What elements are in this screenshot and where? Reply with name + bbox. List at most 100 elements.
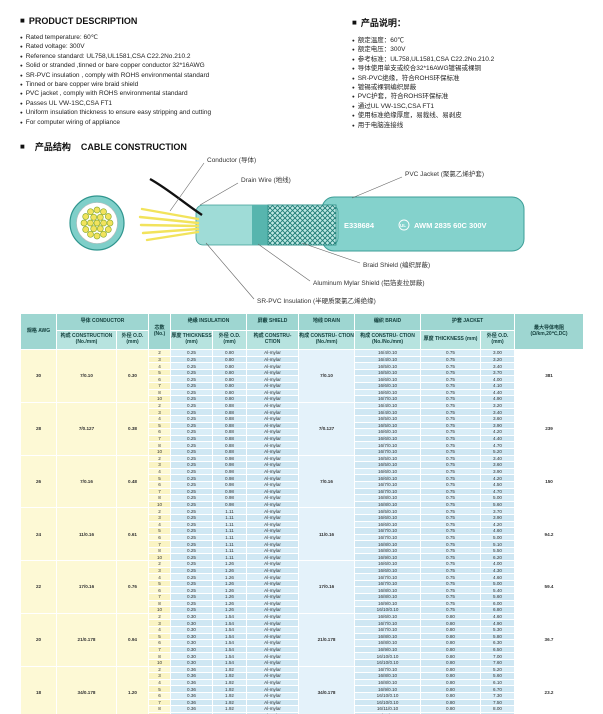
- spec-cell: 0.88: [212, 428, 248, 436]
- spec-cell: 0.75: [420, 375, 482, 384]
- spec-cell: 7: [148, 698, 172, 707]
- spec-cell: 16/6/0.10: [354, 382, 422, 390]
- spec-cell: 5.00: [480, 579, 516, 588]
- drain-wire-label: Drain Wire (地线): [241, 175, 291, 184]
- spec-cell: 1.26: [212, 573, 248, 581]
- bullet-icon: ●: [352, 113, 355, 119]
- spec-cell: 4.60: [480, 573, 516, 581]
- spec-cell: Al-mylar: [246, 447, 300, 456]
- spec-cell: 4.00: [480, 375, 516, 384]
- spec-cell: 0.75: [420, 566, 482, 575]
- spec-cell: Al-mylar: [246, 441, 300, 449]
- col-header-shield: 屏蔽 SHIELD: [246, 313, 300, 332]
- spec-cell: 2: [148, 401, 172, 410]
- spec-cell: 1.11: [212, 507, 248, 515]
- bullet-icon: ●: [20, 53, 23, 59]
- ul-logo-icon: [398, 219, 410, 231]
- spec-cell: Al-mylar: [246, 540, 300, 548]
- spec-cell: 16/9/0.10: [354, 685, 422, 693]
- product-description-cn-list: ●额定温度：60℃●额定电压：300V●参考标准：UL758,UL1581,CS…: [352, 36, 583, 130]
- spec-cell: 16/4/0.10: [354, 401, 422, 410]
- spec-cell: 0.25: [170, 428, 214, 436]
- bullet-text: 额定电压：300V: [357, 46, 406, 54]
- spec-cell: 0.25: [170, 395, 214, 403]
- construction-heading: ■ 产品结构 CABLE CONSTRUCTION: [0, 130, 603, 153]
- spec-cell: 0.80: [212, 375, 248, 384]
- spec-cell: Al-mylar: [246, 395, 300, 403]
- spec-cell: 5.20: [480, 665, 516, 674]
- spec-cell: 1.26: [212, 566, 248, 575]
- spec-cell: 0.75: [420, 368, 482, 377]
- spec-cell: 0.75: [420, 606, 482, 614]
- spec-cell: 0.88: [212, 408, 248, 416]
- product-description-title: PRODUCT DESCRIPTION: [28, 16, 138, 26]
- spec-cell: 381: [514, 349, 585, 403]
- spec-cell: Al-mylar: [246, 494, 300, 502]
- spec-cell: 4.20: [480, 428, 516, 436]
- bullet-text: Rated voltage: 300V: [25, 43, 85, 51]
- spec-cell: Al-mylar: [246, 593, 300, 601]
- spec-cell: 0.75: [420, 579, 482, 588]
- braid-shield-label: Braid Shield (编织屏蔽): [363, 260, 430, 269]
- bullet-item: ●Uniform insulation thickness to ensure …: [20, 108, 332, 117]
- col-header-awg: 规格 AWG: [20, 313, 57, 351]
- spec-cell: 16/7/0.10: [354, 480, 422, 489]
- spec-cell: 7: [148, 593, 172, 601]
- spec-cell: 24: [20, 507, 57, 562]
- bullet-icon: ●: [352, 56, 355, 62]
- spec-cell: 3.70: [480, 368, 516, 377]
- spec-cell: 7.50: [480, 698, 516, 707]
- col-subheader-conductor-od: 外径 O.D. (mm): [115, 330, 150, 351]
- spec-cell: 16/10/0.10: [354, 698, 422, 707]
- spec-cell: Al-mylar: [246, 368, 300, 377]
- col-subheader-conductor-construction: 构成 CONSTRUCTION (No./mm): [56, 330, 117, 351]
- spec-cell: 0.80: [420, 639, 482, 647]
- spec-cell: 0.25: [170, 573, 214, 581]
- spec-cell: 3: [148, 619, 172, 627]
- spec-cell: Al-mylar: [246, 632, 300, 641]
- spec-cell: 0.80: [420, 698, 482, 707]
- spec-cell: 6.20: [480, 553, 516, 562]
- spec-cell: 0.80: [212, 349, 248, 357]
- leader-lines: [169, 162, 403, 300]
- bullet-text: Reference standard: UL758,UL1581,CSA C22…: [25, 52, 191, 60]
- spec-cell: 3.40: [480, 408, 516, 416]
- spec-cell: 0.98: [212, 474, 248, 482]
- spec-cell: Al-mylar: [246, 606, 300, 614]
- bullet-item: ●Rated voltage: 300V: [20, 42, 332, 51]
- bullet-text: Tinned or bare copper wire braid shield: [25, 81, 139, 89]
- spec-cell: 0.75: [420, 560, 482, 568]
- spec-cell: 0.75: [420, 599, 482, 608]
- spec-cell: 4.70: [480, 487, 516, 496]
- spec-cell: 5.10: [480, 540, 516, 548]
- spec-cell: 17/0.16: [56, 560, 117, 614]
- col-subheader-jacket-thickness: 厚度 THICKNESS (mm): [420, 330, 482, 351]
- spec-cell: 0.36: [170, 705, 214, 713]
- cross-section: [69, 195, 125, 251]
- spec-cell: 16/8/0.10: [354, 586, 422, 595]
- spec-cell: 16/9/0.10: [354, 599, 422, 608]
- spec-cell: 1.11: [212, 533, 248, 542]
- spec-cell: 3.90: [480, 513, 516, 522]
- spec-cell: 5: [148, 368, 172, 377]
- spec-cell: Al-mylar: [246, 645, 300, 654]
- spec-cell: 0.30: [170, 652, 214, 660]
- spec-cell: 0.25: [170, 513, 214, 522]
- spec-cell: 1.92: [212, 705, 248, 713]
- spec-cell: 4.10: [480, 382, 516, 390]
- spec-cell: Al-mylar: [246, 362, 300, 370]
- spec-cell: 7/0.16: [298, 454, 356, 509]
- spec-cell: 3.40: [480, 454, 516, 463]
- spec-cell: 4.30: [480, 566, 516, 575]
- spec-cell: Al-mylar: [246, 415, 300, 423]
- spec-cell: 0.98: [212, 487, 248, 496]
- bullet-text: SR-PVC绝缘，符合ROHS环保标准: [357, 74, 460, 82]
- spec-cell: Al-mylar: [246, 382, 300, 390]
- spec-cell: 1.11: [212, 553, 248, 562]
- spec-cell: 0.98: [212, 467, 248, 476]
